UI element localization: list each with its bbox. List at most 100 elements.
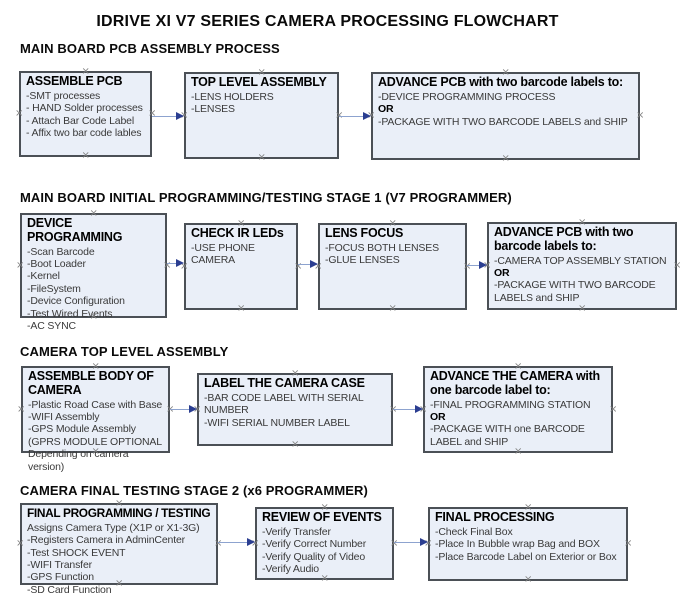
box-lines: -LENS HOLDERS-LENSES [191, 91, 332, 116]
box-line: -Test SHOCK EVENT [27, 546, 126, 559]
flow-box-lens-focus: LENS FOCUS -FOCUS BOTH LENSES-GLUE LENSE… [314, 219, 471, 314]
connector-handle-icon: × [578, 303, 587, 314]
connector-handle-icon: × [624, 538, 633, 549]
section-heading-final-testing: CAMERA FINAL TESTING STAGE 2 (x6 PROGRAM… [20, 483, 368, 498]
flow-box-advance-camera: ADVANCE THE CAMERA with one barcode labe… [419, 362, 617, 457]
box-lines: -Verify Transfer-Verify Correct Number-V… [262, 526, 387, 576]
box-title: CHECK IR LEDs [191, 226, 284, 240]
box-lines: -SMT processes- HAND Solder processes- A… [26, 90, 145, 140]
connector-handle-icon: × [501, 153, 510, 164]
flow-box-label-camera-case: LABEL THE CAMERA CASE -BAR CODE LABEL WI… [193, 369, 397, 450]
flow-box-top-level-assembly: TOP LEVEL ASSEMBLY -LENS HOLDERS-LENSES … [180, 68, 343, 163]
box-line: -Place Barcode Label on Exterior or Box [435, 550, 617, 563]
box-line: -WIFI Assembly [28, 411, 100, 423]
box-line: -USE PHONE CAMERA [191, 241, 255, 267]
connector-handle-icon: × [16, 538, 25, 549]
box-lines: -Scan Barcode-Boot Loader-Kernel-FileSys… [27, 246, 160, 333]
box-lines: -Check Final Box-Place In Bubble wrap Ba… [435, 526, 621, 563]
connector-handle-icon: × [257, 152, 266, 163]
box-line: -Verify Audio [262, 563, 319, 576]
box-line: -SD Card Function [27, 583, 112, 596]
box-line: OR [378, 103, 394, 116]
box-line: -FileSystem [27, 282, 81, 295]
box-title: ADVANCE PCB with two barcode labels to: [494, 225, 634, 253]
box-title: REVIEW OF EVENTS [262, 510, 382, 524]
box-line: -Boot Loader [27, 258, 86, 270]
box-line: -GPS Function [27, 571, 94, 584]
flow-box-advance-pcb-row1: ADVANCE PCB with two barcode labels to: … [367, 68, 644, 164]
box-lines: -Plastic Road Case with Base-WIFI Assemb… [28, 399, 163, 473]
box-line: -PACKAGE WITH one BARCODE LABEL and SHIP [430, 423, 585, 448]
flow-box-assemble-body: ASSEMBLE BODY OF CAMERA -Plastic Road Ca… [17, 362, 174, 473]
box-line: -FOCUS BOTH LENSES [325, 241, 439, 254]
flow-arrow [170, 405, 197, 414]
flow-box-assemble-pcb: ASSEMBLE PCB -SMT processes- HAND Solder… [15, 67, 156, 161]
box-line: -Registers Camera in AdminCenter [27, 534, 186, 547]
box-line: -Scan Barcode [27, 245, 95, 258]
box-title: ADVANCE PCB with two barcode labels to: [378, 75, 623, 89]
flow-arrow [167, 259, 184, 268]
section-heading-initial-programming: MAIN BOARD INITIAL PROGRAMMING/TESTING S… [20, 190, 512, 205]
connector-handle-icon: × [291, 439, 300, 450]
section-heading-pcb-assembly: MAIN BOARD PCB ASSEMBLY PROCESS [20, 41, 280, 56]
connector-handle-icon: × [636, 110, 645, 121]
box-title: ASSEMBLE PCB [26, 74, 123, 88]
section-heading-camera-top-assembly: CAMERA TOP LEVEL ASSEMBLY [20, 344, 229, 359]
box-line: -Check Final Box [435, 525, 513, 538]
flow-box-check-ir-leds: CHECK IR LEDs -USE PHONE CAMERA ×××× [180, 219, 302, 314]
flow-box-final-programming-testing: FINAL PROGRAMMING / TESTING Assigns Came… [16, 499, 222, 596]
box-title: LABEL THE CAMERA CASE [204, 376, 365, 390]
box-title: ASSEMBLE BODY OF CAMERA [28, 369, 154, 397]
flow-arrow [467, 261, 487, 270]
box-title: DEVICE PROGRAMMING [27, 216, 123, 244]
connector-handle-icon: × [320, 573, 329, 584]
box-line: -PACKAGE WITH TWO BARCODE LABELS and SHI… [378, 115, 628, 128]
connector-handle-icon: × [16, 259, 25, 271]
box-line: -LENS HOLDERS [191, 90, 274, 103]
box-lines: -FOCUS BOTH LENSES-GLUE LENSES [325, 242, 460, 267]
box-line: -SMT processes [26, 89, 101, 102]
connector-handle-icon: × [514, 446, 523, 457]
box-title: ADVANCE THE CAMERA with one barcode labe… [430, 369, 600, 397]
flow-box-final-processing: FINAL PROCESSING -Check Final Box-Place … [424, 503, 632, 585]
box-title: TOP LEVEL ASSEMBLY [191, 75, 327, 89]
box-lines: Assigns Camera Type (X1P or X1-3G)-Regis… [27, 522, 211, 596]
box-line: -CAMERA TOP ASSEMBLY STATION [494, 254, 667, 267]
box-line: -FINAL PROGRAMMING STATION [430, 398, 591, 411]
flow-arrow [394, 538, 428, 547]
box-line: - Attach Bar Code Label [26, 114, 135, 127]
connector-handle-icon: × [673, 260, 682, 271]
box-line: Depending on camera version) [28, 448, 129, 473]
box-line: Assigns Camera Type (X1P or X1-3G) [27, 521, 200, 534]
connector-handle-icon: × [609, 403, 618, 415]
connector-handle-icon: × [17, 403, 26, 415]
flow-arrow [218, 538, 255, 547]
box-line: -Place In Bubble wrap Bag and BOX [435, 538, 600, 551]
box-line: -BAR CODE LABEL WITH SERIAL NUMBER [204, 391, 364, 417]
box-line: -LENSES [191, 103, 235, 116]
flow-box-device-programming: DEVICE PROGRAMMING -Scan Barcode-Boot Lo… [16, 209, 171, 333]
box-title: LENS FOCUS [325, 226, 404, 240]
flow-box-advance-pcb-row2: ADVANCE PCB with two barcode labels to: … [483, 218, 681, 314]
box-line: -WIFI SERIAL NUMBER LABEL [204, 416, 350, 429]
box-line: -PACKAGE WITH TWO BARCODE LABELS and SHI… [494, 279, 656, 304]
box-line: -Kernel [27, 270, 60, 283]
connector-handle-icon: × [81, 150, 90, 161]
page-title: IDRIVE XI V7 SERIES CAMERA PROCESSING FL… [96, 13, 559, 30]
box-line: OR [430, 411, 446, 423]
box-line: -Device Configuration [27, 295, 125, 308]
connector-handle-icon: × [15, 108, 24, 119]
connector-handle-icon: × [237, 303, 246, 314]
box-lines: -USE PHONE CAMERA [191, 242, 291, 267]
box-line: -Plastic Road Case with Base [28, 398, 163, 411]
flow-arrow [393, 405, 423, 414]
connector-handle-icon: × [388, 303, 397, 314]
box-title: FINAL PROGRAMMING / TESTING [27, 506, 211, 520]
box-line: OR [494, 267, 510, 279]
box-line: -DEVICE PROGRAMMING PROCESS [378, 90, 556, 103]
box-line: -AC SYNC [27, 320, 76, 333]
box-line: -Verify Correct Number [262, 538, 367, 551]
